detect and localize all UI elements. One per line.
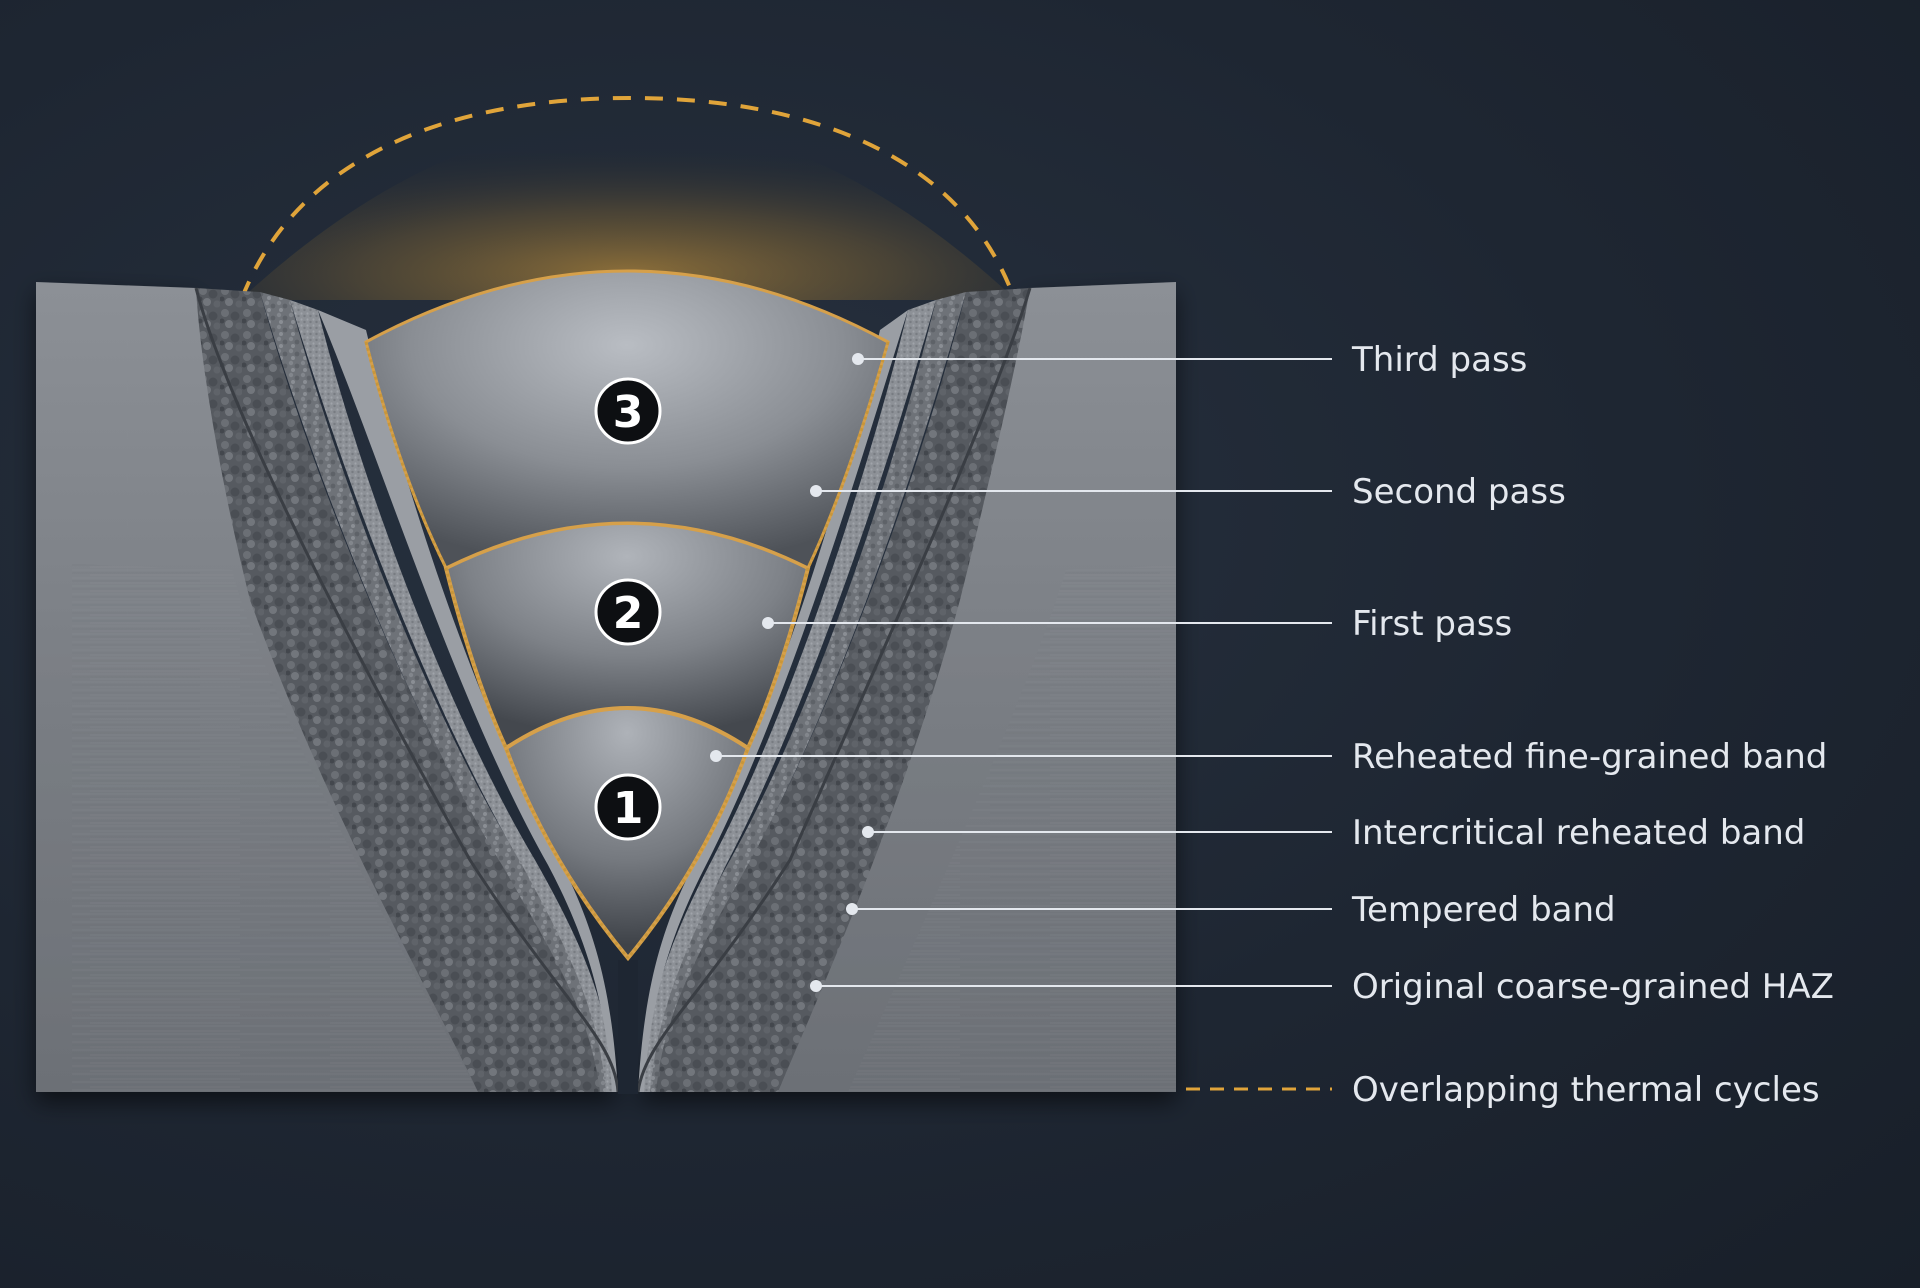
right-fine-grained-band [638,310,908,1092]
label-reheated-fine-grained-band: Reheated fine-grained band [1352,737,1827,777]
root-gap [618,960,638,1094]
pass-2-badge: 2 [594,578,662,646]
pass-1-badge: 1 [594,773,662,841]
marker-second-pass [810,485,822,497]
marker-reheated-fine-grained [710,750,722,762]
marker-intercritical [862,826,874,838]
marker-third-pass [852,353,864,365]
label-third-pass: Third pass [1351,340,1527,380]
marker-first-pass [762,617,774,629]
pass-3-badge: 3 [594,377,662,445]
label-original-coarse-grained-haz: Original coarse-grained HAZ [1352,967,1834,1007]
marker-coarse-grained-haz [810,980,822,992]
label-second-pass: Second pass [1352,472,1566,512]
right-intercritical-band [640,300,936,1092]
fusion-line-left [364,341,630,959]
label-first-pass: First pass [1352,604,1512,644]
left-tempered-band [260,292,614,1092]
left-haz-bands [194,287,620,1093]
label-tempered-band: Tempered band [1351,890,1616,930]
thermal-cycle-dashed-arc [240,95,1016,299]
thermal-cycle-zone [240,95,1016,300]
pass-3-number: 3 [613,387,644,438]
label-intercritical-reheated-band: Intercritical reheated band [1352,813,1805,853]
right-coarse-haz [644,288,1030,1092]
callout-lines [710,353,1332,992]
thermal-glow [240,120,1016,300]
pass-2-number: 2 [613,588,644,639]
callout-labels: Third pass Second pass First pass Reheat… [1351,340,1834,1110]
left-coarse-haz [196,288,612,1092]
left-haz-outer-edge [194,287,620,1093]
right-haz-outer-edge [636,287,1032,1093]
fusion-line-right [626,341,890,959]
label-overlapping-thermal-cycles: Overlapping thermal cycles [1352,1070,1820,1110]
pass-1-number: 1 [613,783,644,834]
left-intercritical-band [290,300,616,1092]
marker-tempered [846,903,858,915]
